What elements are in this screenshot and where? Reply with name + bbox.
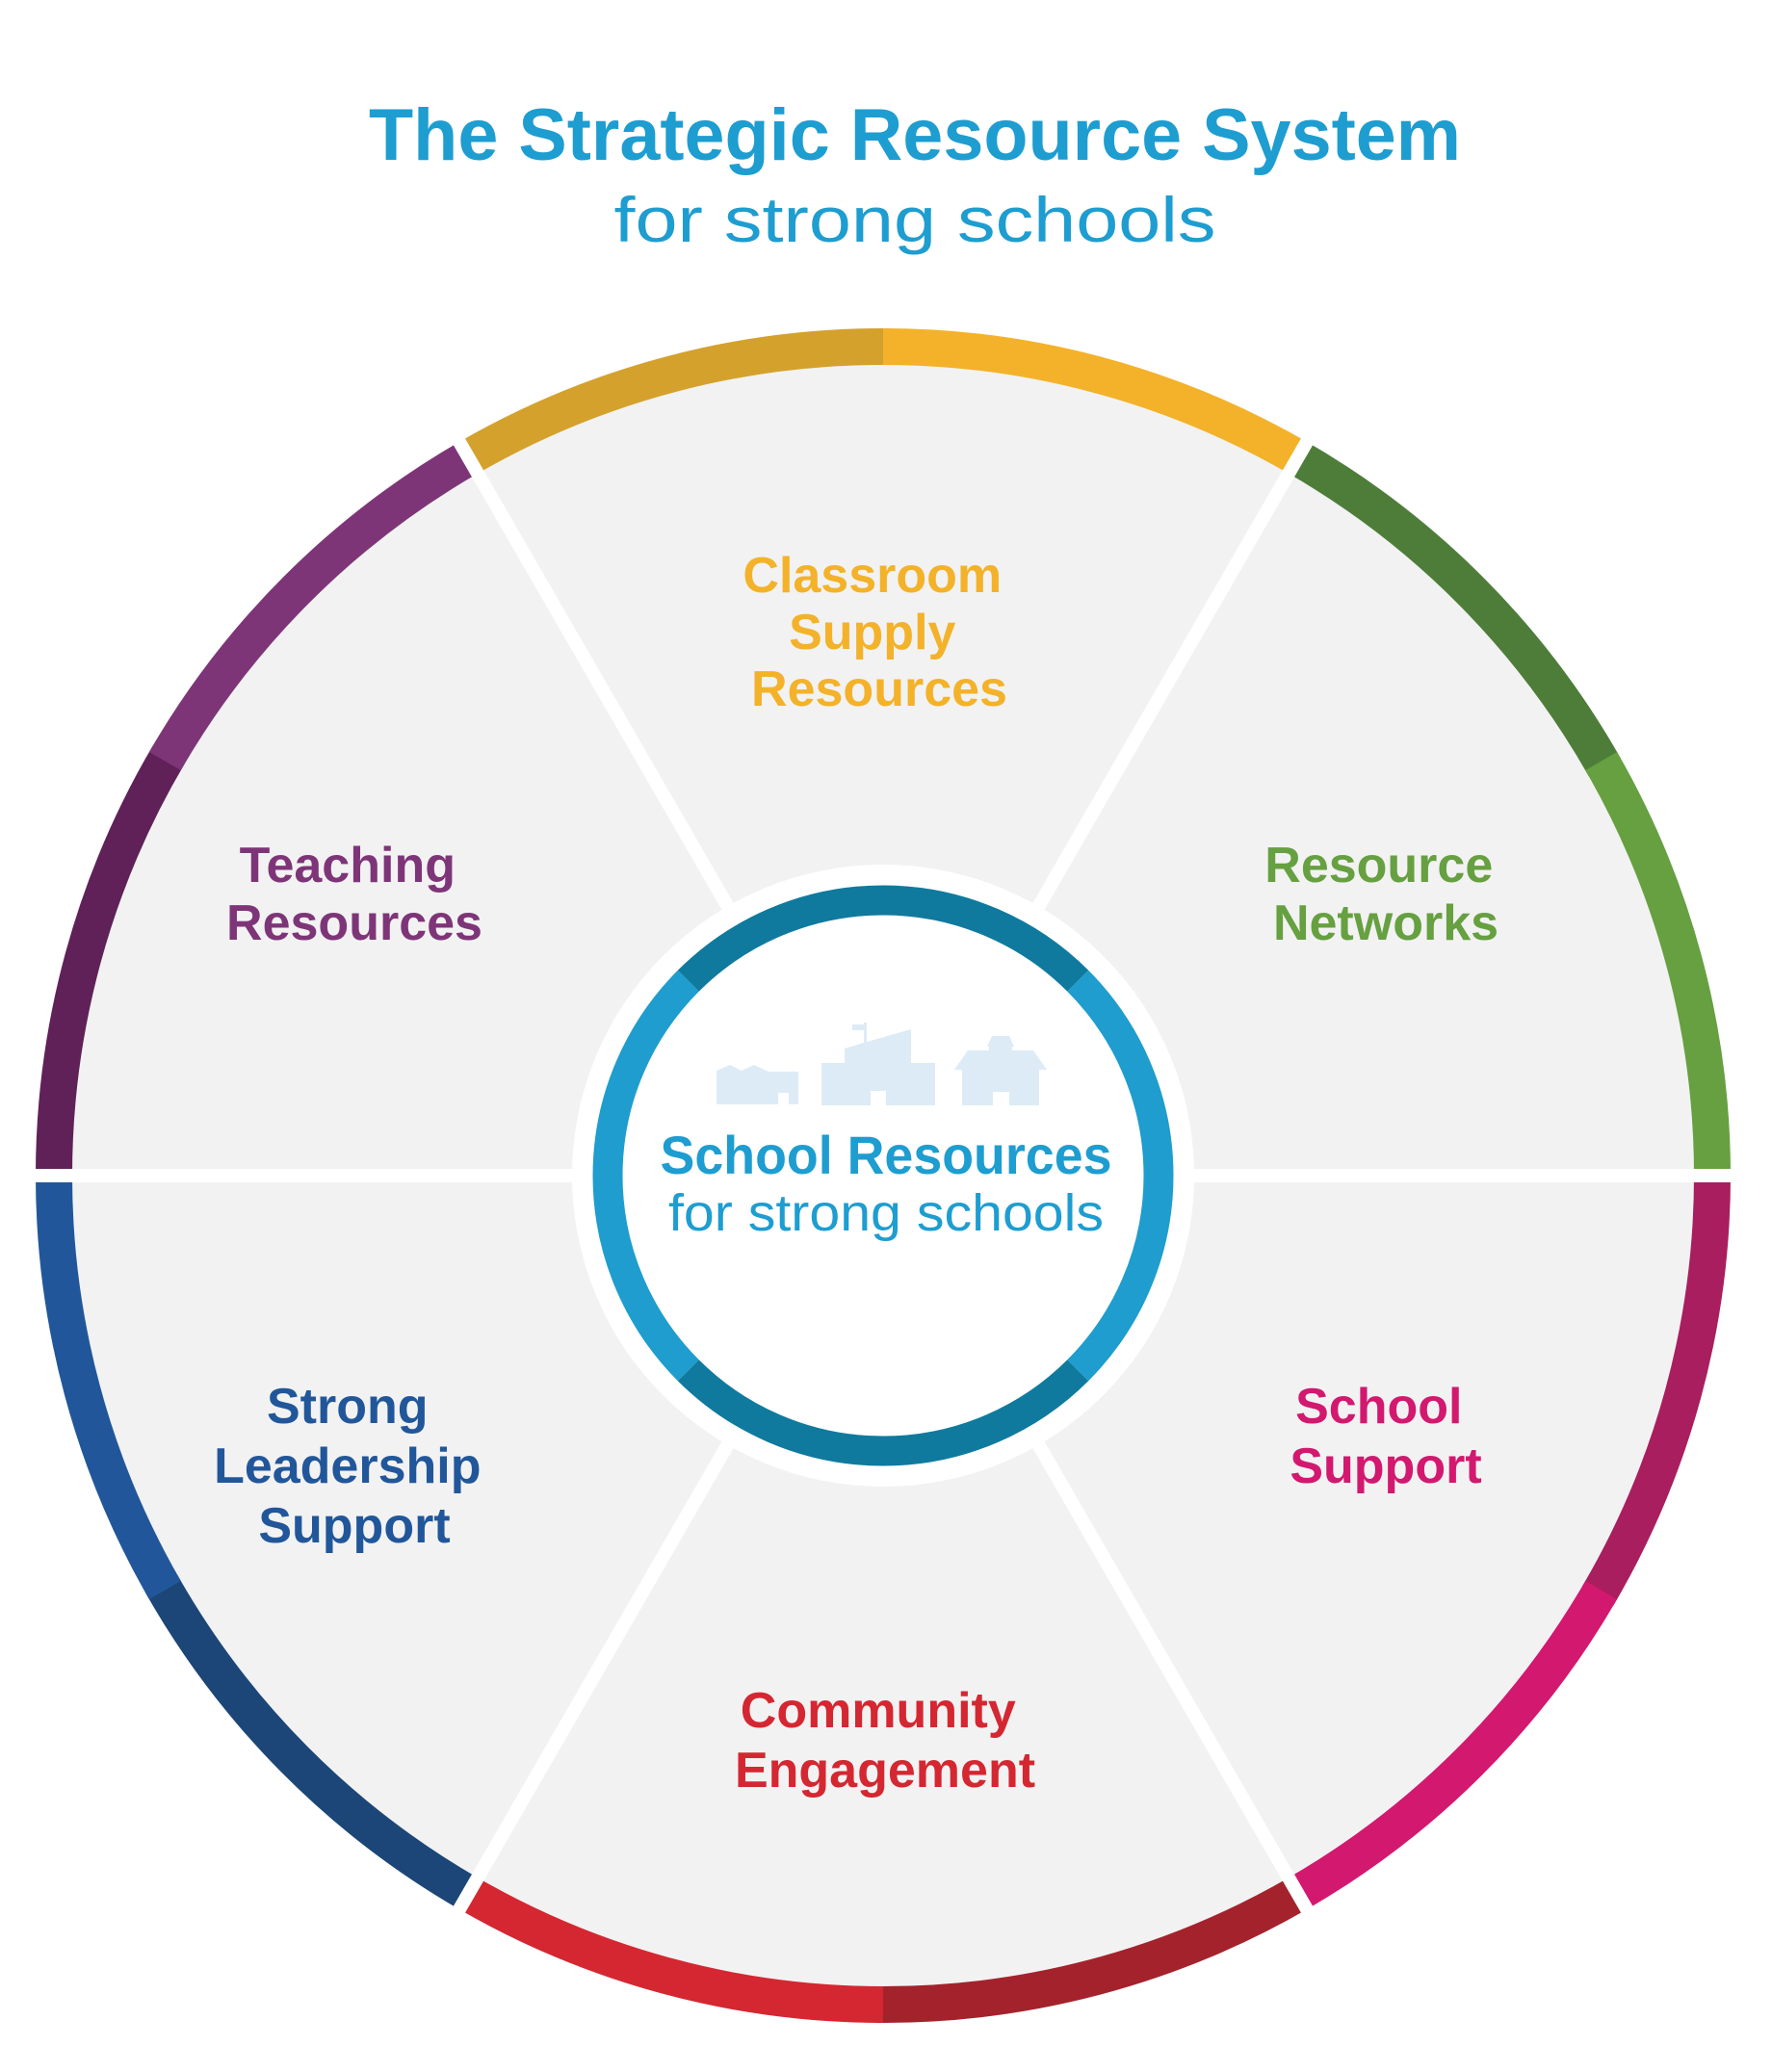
segment-divider	[1021, 1422, 1323, 1930]
center-hub-ring	[592, 885, 1174, 1466]
rim-segment-dark	[1288, 441, 1621, 777]
rim-segment-light	[459, 1878, 884, 2023]
center-subtitle: for strong schools	[668, 1184, 1104, 1242]
segment-community-engagement[interactable]: Community Engagement	[735, 1683, 1035, 1799]
segment-label: Resource Networks	[1264, 838, 1506, 951]
rim-segment-light	[148, 441, 479, 771]
segment-divider	[1021, 422, 1323, 929]
page-subtitle: for strong schools	[614, 184, 1216, 255]
segment-label: School Support	[1290, 1379, 1481, 1494]
segment-label: Classroom Supply Resources	[743, 548, 1015, 717]
rim-segment-dark	[875, 1878, 1307, 2023]
segment-strong-leadership[interactable]: Strong Leadership Support	[214, 1379, 495, 1554]
rim-segment-dark	[36, 745, 185, 1177]
rim-segment-light	[882, 328, 1307, 474]
rim-segment-light	[36, 1175, 181, 1599]
rim-segment-light	[1585, 752, 1731, 1177]
segment-school-support[interactable]: School Support	[1290, 1379, 1481, 1494]
segment-divider	[443, 422, 745, 929]
segment-divider	[443, 1422, 745, 1930]
segment-classroom-supply[interactable]: Classroom Supply Resources	[743, 548, 1015, 717]
rim-segment-dark	[459, 328, 891, 474]
rim-segment-light	[1288, 1580, 1618, 1910]
hub-ring-dark	[677, 885, 1089, 992]
segment-label: Community Engagement	[735, 1683, 1035, 1799]
wheel-rim	[36, 328, 1731, 2023]
rim-segment-dark	[1581, 1175, 1731, 1606]
hub-ring-light	[1067, 970, 1174, 1382]
segment-dividers	[16, 422, 1750, 1930]
segment-teaching-resources[interactable]: Teaching Resources	[226, 838, 482, 951]
segment-label: Teaching Resources	[226, 838, 482, 951]
center-title: School Resources	[661, 1125, 1112, 1185]
school-buildings-icon	[717, 1023, 1047, 1105]
segment-label: Strong Leadership Support	[214, 1379, 495, 1554]
rim-segment-dark	[145, 1574, 479, 1910]
segment-resource-networks[interactable]: Resource Networks	[1264, 838, 1506, 951]
hub-ring-light	[592, 970, 699, 1382]
hub-ring-dark	[677, 1360, 1089, 1466]
center-hub-background	[572, 865, 1194, 1487]
page-title: The Strategic Resource System	[369, 94, 1461, 176]
